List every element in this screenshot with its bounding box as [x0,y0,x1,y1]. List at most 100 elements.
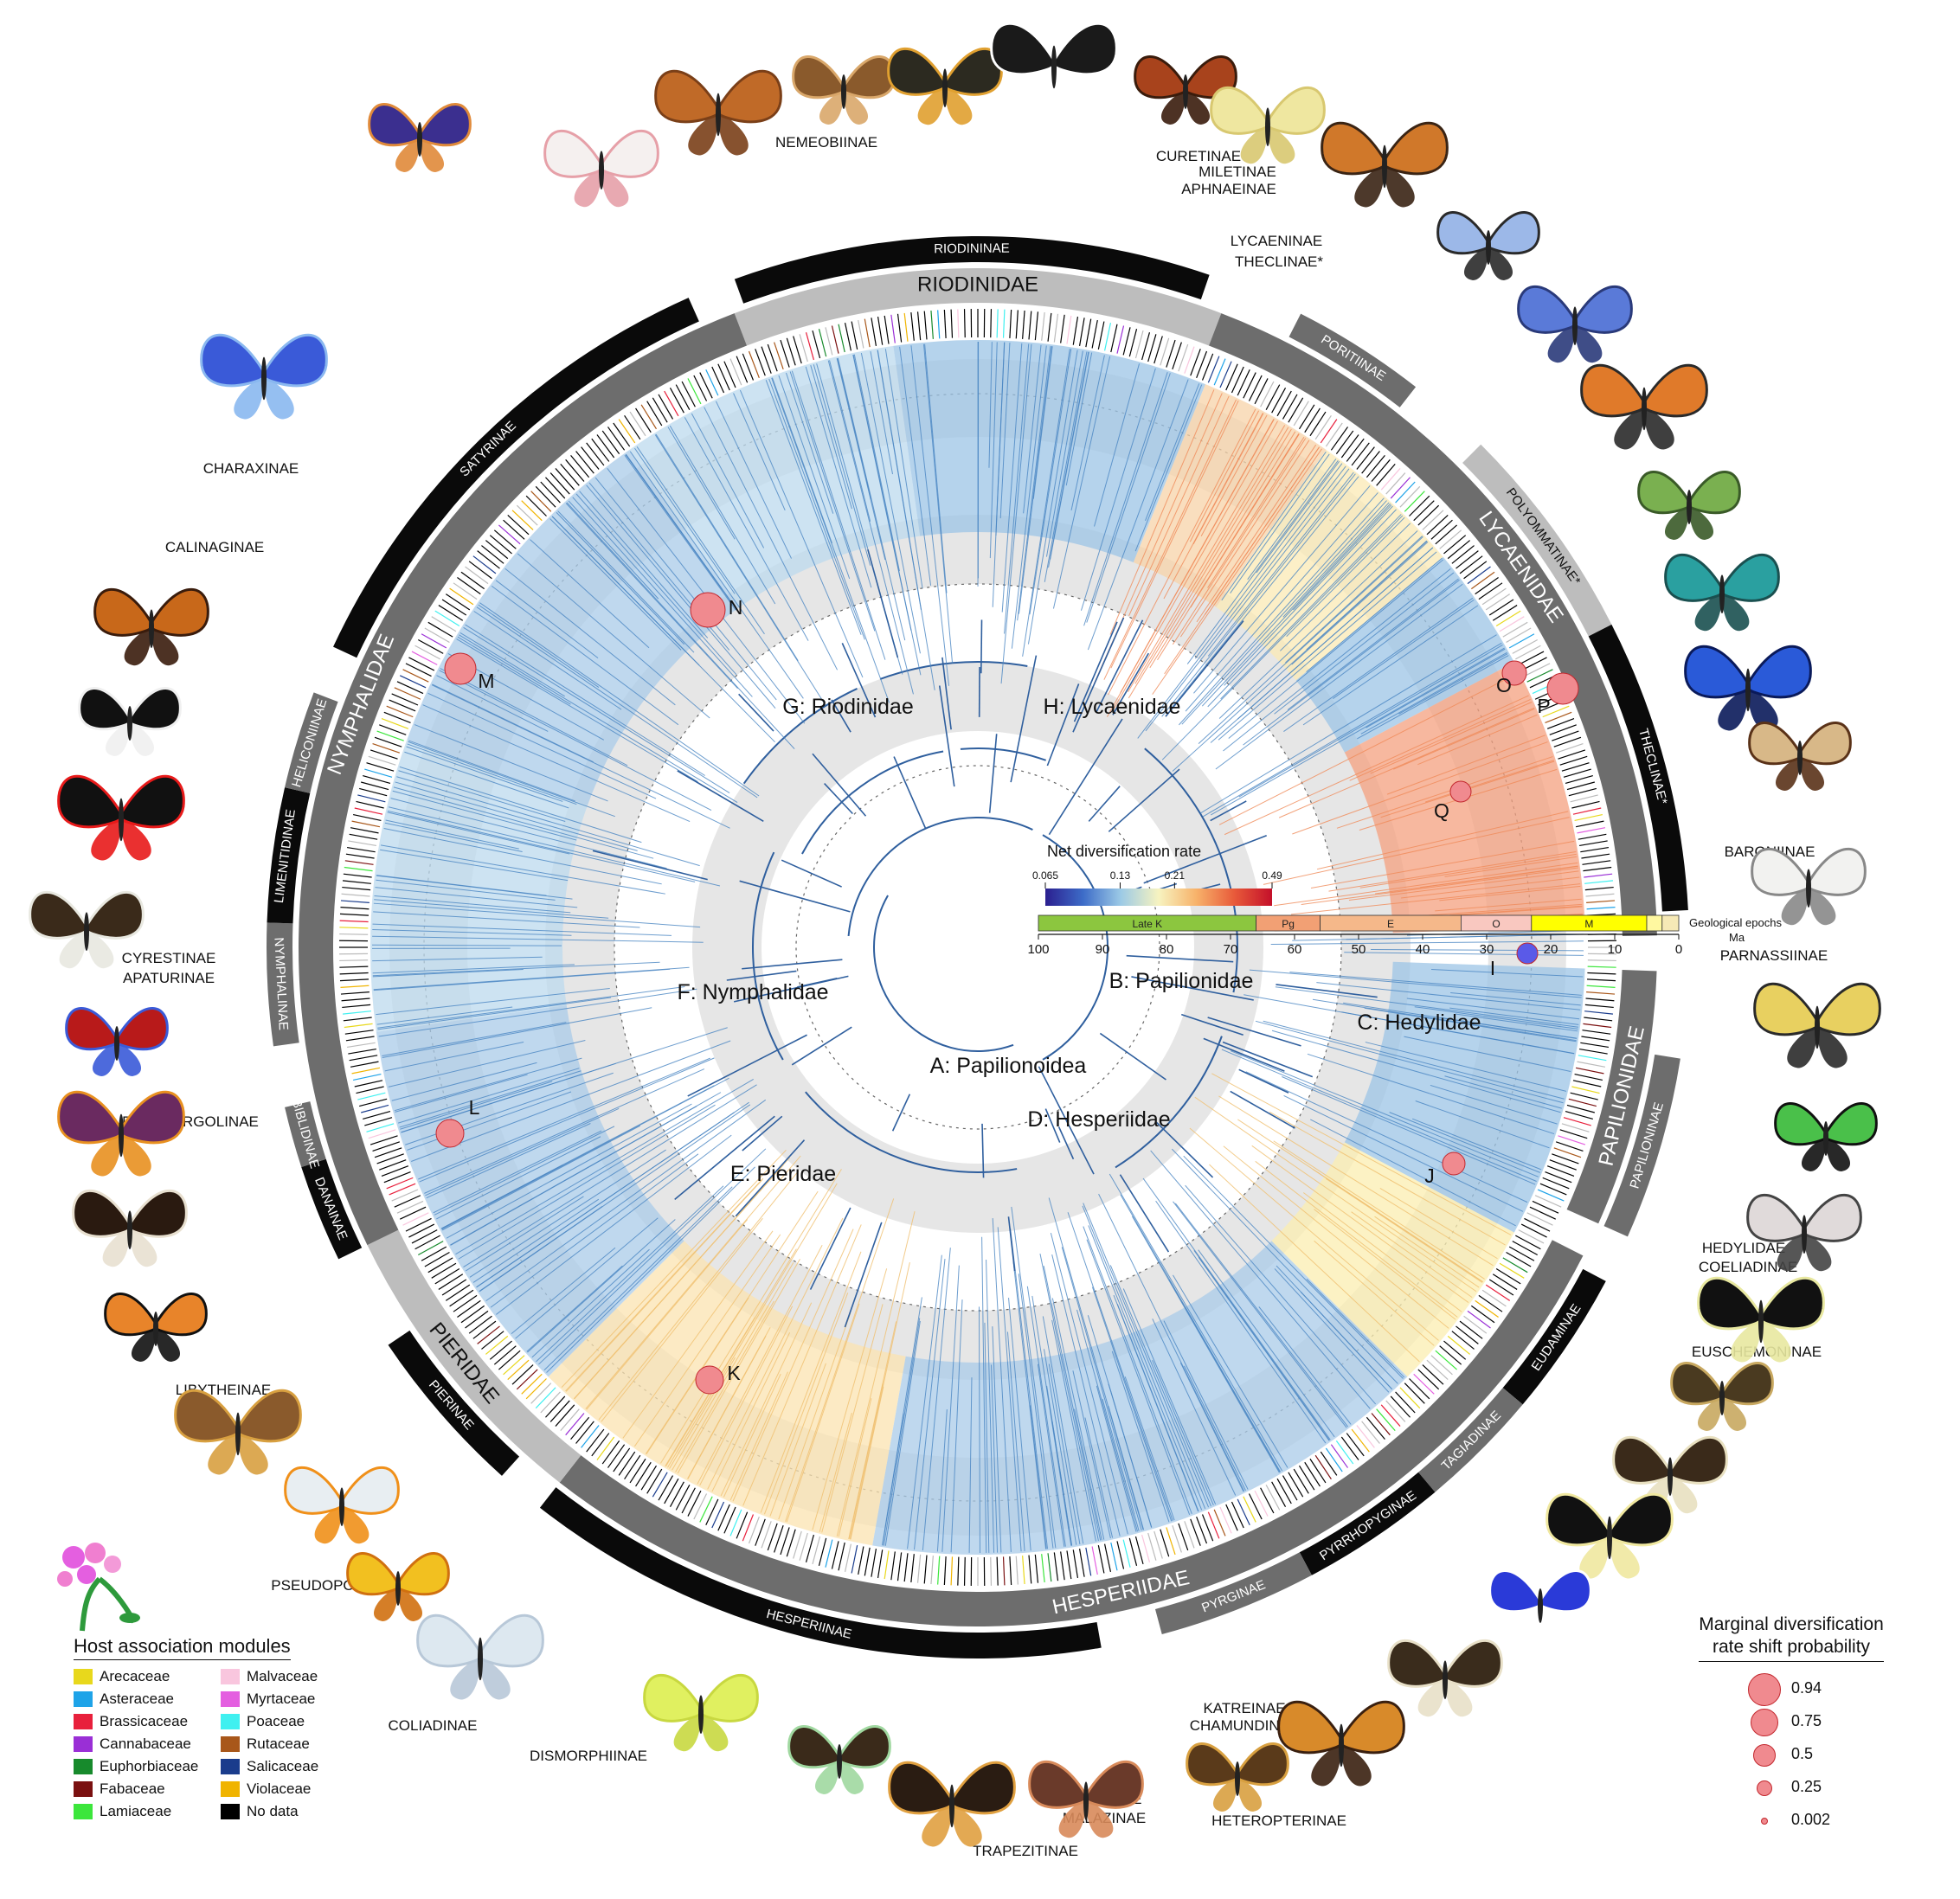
legend-label: Euphorbiaceae [100,1758,199,1774]
tip-tick [818,1537,827,1566]
tree-branch [810,365,852,510]
tree-branch [511,1247,616,1335]
tree-branch [1037,1363,1065,1547]
tree-branch [394,1057,582,1112]
tip-tick [457,1299,481,1318]
tip-tick [363,1111,391,1120]
tip-tick [565,459,585,482]
legend-swatch [221,1759,240,1774]
subfamily-arc [1299,1472,1436,1575]
tip-tick [729,358,742,386]
butterfly-image [1664,553,1780,632]
tip-tick [1584,886,1614,891]
outer-subfamily-label: KATREINAE [1203,1700,1285,1716]
legend-swatch [221,1804,240,1819]
tree-branch [1274,572,1455,715]
tree-branch [441,1077,729,1230]
outer-subfamily-label: COLIADINAE [389,1717,478,1734]
tip-tick [1586,991,1616,995]
tree-branch [827,360,914,695]
tree-branch [995,342,1006,536]
tip-tick [343,873,372,878]
tip-tick [1559,755,1588,766]
butterfly-image [1387,1639,1503,1717]
tree-branch [1026,1286,1066,1547]
tree-branch [450,1106,697,1246]
tip-tick [1172,342,1182,370]
tree-branch [374,895,571,914]
tip-tick [910,1554,915,1583]
tip-tick [1587,959,1616,962]
tip-tick [774,1524,784,1553]
tip-tick [786,1529,796,1557]
tip-tick [1563,768,1591,778]
tip-tick [1293,1468,1309,1494]
tip-tick [1147,334,1157,362]
rate-shift-legend-row: 0.5 [1661,1738,1921,1771]
tree-branch [1245,1071,1528,1203]
tip-tick [1190,1518,1201,1546]
tree-branch [1411,1118,1542,1171]
tip-tick [1072,316,1079,345]
tip-tick [748,1516,760,1544]
rate-shift-value: 0.002 [1791,1811,1831,1828]
tip-tick [755,1518,766,1546]
tip-tick [411,651,438,665]
tree-branch [1022,349,1070,657]
tree-branch [387,810,696,882]
tree-branch [396,776,700,867]
tip-tick [1555,743,1584,754]
rate-shift-dot [1761,1818,1768,1825]
butterfly-image [990,22,1118,108]
tree-branch [715,401,792,559]
tip-tick [1574,1073,1603,1081]
tip-tick [1028,1555,1032,1584]
tree-branch [1161,473,1356,717]
butterfly-image [1746,1193,1862,1272]
tree-branch [742,1115,783,1152]
tip-tick [1579,1048,1608,1055]
tree-branch [1203,1037,1285,1072]
axis-tick-label: 10 [1608,942,1623,957]
tip-tick [1304,407,1321,433]
tree-branch [557,510,695,653]
tree-branch [837,357,906,641]
tip-tick [1128,329,1138,357]
tree-branch [699,1306,794,1486]
tree-branch [1255,1160,1458,1318]
tree-branch [376,879,556,901]
tip-tick [1390,477,1411,499]
butterfly-image [643,1673,759,1752]
tree-branch [1271,1030,1561,1113]
tip-tick [1582,1030,1611,1035]
tip-tick [629,1458,646,1484]
outer-subfamily-label: APHNAEINAE [1181,181,1276,197]
tree-branch [463,1084,757,1267]
subfamily-label: NYMPHALINAE [271,937,291,1030]
tree-branch [1120,419,1275,693]
tip-tick [1580,846,1610,853]
tree-branch [538,1148,767,1365]
host-legend-item: Violaceae [221,1780,350,1799]
tip-tick [1330,427,1348,451]
tree-branch [1084,1417,1114,1538]
rate-sector [872,1241,1408,1555]
epoch-label: E [1387,918,1394,930]
rate-shift-legend-row: 0.25 [1661,1771,1921,1804]
butterfly-image [888,1761,1016,1847]
tip-tick [1581,1036,1610,1042]
tip-tick [396,1200,424,1214]
tip-tick [1009,1556,1012,1586]
tip-tick [1298,1465,1315,1491]
tip-tick [1340,434,1359,459]
tip-tick [368,1129,396,1139]
tree-branch [1074,1408,1102,1541]
tip-tick [449,1289,474,1307]
tip-tick [341,893,370,897]
tip-tick [871,318,877,346]
tree-branch [398,770,566,823]
tip-tick [1512,638,1539,654]
tree-branch [382,1007,652,1058]
colorbar-tick-label: 0.065 [1032,869,1058,882]
tip-tick [1439,529,1462,549]
